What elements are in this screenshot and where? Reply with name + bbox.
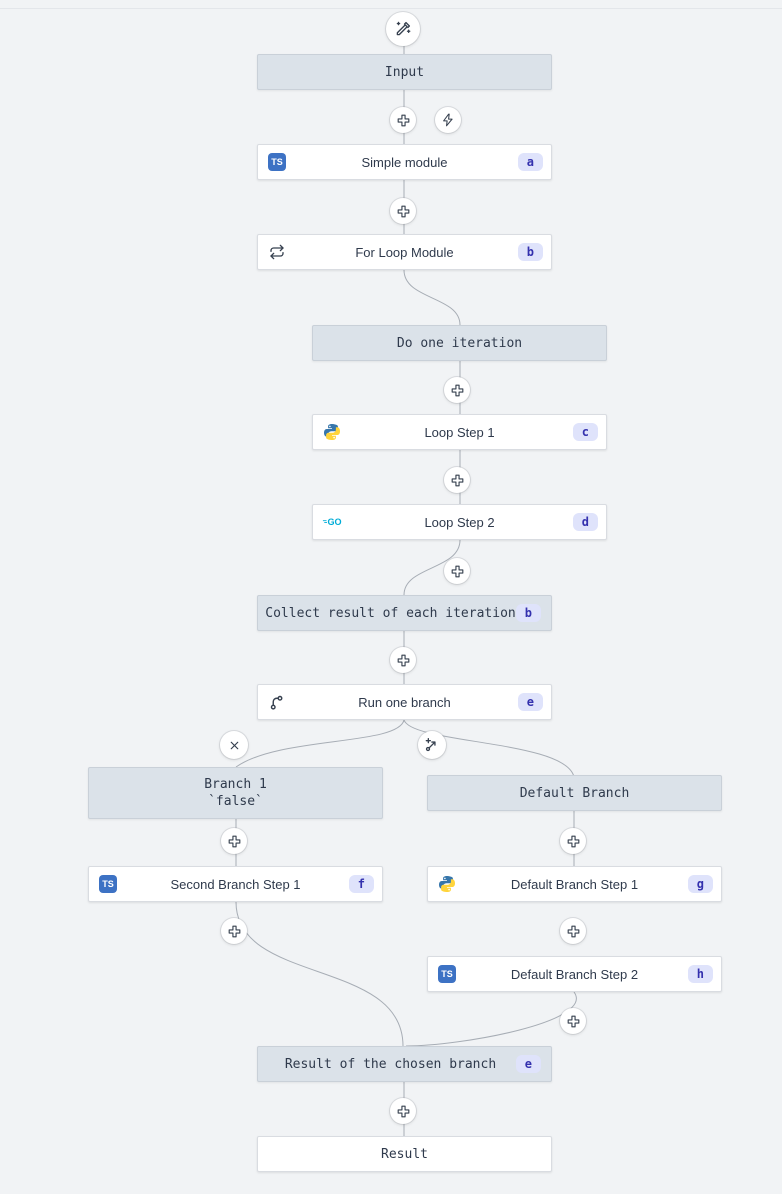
step-id-badge: c	[572, 423, 598, 441]
top-divider	[0, 8, 782, 9]
node-do-one-iteration[interactable]: Do one iteration	[312, 325, 607, 361]
insert-step-button[interactable]	[444, 467, 470, 493]
insert-step-button[interactable]	[444, 377, 470, 403]
step-id-badge: b	[517, 243, 543, 261]
step-id-badge: g	[687, 875, 713, 893]
node-label: Input	[384, 64, 425, 80]
node-label: Loop Step 2	[424, 514, 495, 530]
plus-icon	[566, 924, 581, 939]
node-label: Simple module	[361, 154, 448, 170]
plus-icon	[450, 473, 465, 488]
branch-plus-icon	[424, 737, 440, 753]
node-label: Do one iteration	[396, 335, 523, 351]
node-label: Collect result of each iteration	[265, 605, 516, 621]
insert-step-button[interactable]	[560, 828, 586, 854]
node-label: Default Branch Step 1	[510, 876, 639, 892]
add-branch-button[interactable]	[418, 731, 446, 759]
branch-condition: `false`	[208, 794, 263, 809]
insert-step-button[interactable]	[560, 1008, 586, 1034]
node-default-branch-step-2[interactable]: TS Default Branch Step 2 h	[427, 956, 722, 992]
plus-icon	[450, 383, 465, 398]
node-simple-module[interactable]: TS Simple module a	[257, 144, 552, 180]
branch-label: Default Branch	[519, 785, 630, 801]
x-icon	[228, 739, 241, 752]
node-label: Loop Step 1	[424, 424, 495, 440]
go-icon: GO	[322, 512, 342, 532]
branch-label: Branch 1	[204, 777, 267, 792]
svg-text:GO: GO	[327, 517, 341, 527]
plus-icon	[227, 834, 242, 849]
insert-step-button[interactable]	[390, 198, 416, 224]
node-branch-1[interactable]: Branch 1 `false`	[88, 767, 383, 819]
node-result-of-chosen-branch[interactable]: Result of the chosen branch e	[257, 1046, 552, 1082]
node-default-branch[interactable]: Default Branch	[427, 775, 722, 811]
plus-icon	[396, 113, 411, 128]
node-label: Result	[381, 1146, 428, 1162]
python-icon	[437, 874, 457, 894]
step-id-badge: h	[687, 965, 713, 983]
node-input[interactable]: Input	[257, 54, 552, 90]
plus-icon	[566, 834, 581, 849]
insert-step-button[interactable]	[444, 558, 470, 584]
plus-icon	[396, 1104, 411, 1119]
node-second-branch-step-1[interactable]: TS Second Branch Step 1 f	[88, 866, 383, 902]
plus-icon	[450, 564, 465, 579]
node-label: Default Branch Step 2	[510, 966, 639, 982]
node-loop-step-2[interactable]: GO Loop Step 2 d	[312, 504, 607, 540]
plus-icon	[396, 204, 411, 219]
plus-icon	[227, 924, 242, 939]
zap-icon	[441, 113, 455, 127]
node-label: For Loop Module	[355, 244, 454, 260]
remove-branch-button[interactable]	[220, 731, 248, 759]
step-id-badge: f	[348, 875, 374, 893]
node-for-loop-module[interactable]: For Loop Module b	[257, 234, 552, 270]
node-label: Result of the chosen branch	[284, 1056, 497, 1072]
step-id-badge: e	[517, 693, 543, 711]
insert-step-button[interactable]	[390, 647, 416, 673]
step-id-badge: e	[515, 1055, 541, 1073]
typescript-icon: TS	[268, 153, 286, 171]
wand-sparkles-icon	[394, 20, 412, 38]
typescript-icon: TS	[99, 875, 117, 893]
insert-step-button[interactable]	[390, 107, 416, 133]
step-id-badge: a	[517, 153, 543, 171]
insert-step-button[interactable]	[560, 918, 586, 944]
node-result[interactable]: Result	[257, 1136, 552, 1172]
step-id-badge: b	[515, 604, 541, 622]
run-flow-button[interactable]	[435, 107, 461, 133]
plus-icon	[566, 1014, 581, 1029]
node-run-one-branch[interactable]: Run one branch e	[257, 684, 552, 720]
node-collect-result[interactable]: Collect result of each iteration b	[257, 595, 552, 631]
plus-icon	[396, 653, 411, 668]
insert-step-button[interactable]	[390, 1098, 416, 1124]
typescript-icon: TS	[438, 965, 456, 983]
insert-step-button[interactable]	[221, 828, 247, 854]
node-loop-step-1[interactable]: Loop Step 1 c	[312, 414, 607, 450]
trigger-button[interactable]	[386, 12, 420, 46]
node-label: Run one branch	[358, 694, 451, 710]
step-id-badge: d	[572, 513, 598, 531]
insert-step-button[interactable]	[221, 918, 247, 944]
node-default-branch-step-1[interactable]: Default Branch Step 1 g	[427, 866, 722, 902]
python-icon	[322, 422, 342, 442]
git-branch-icon	[267, 692, 287, 712]
node-label: Second Branch Step 1	[170, 876, 301, 892]
repeat-icon	[267, 242, 287, 262]
